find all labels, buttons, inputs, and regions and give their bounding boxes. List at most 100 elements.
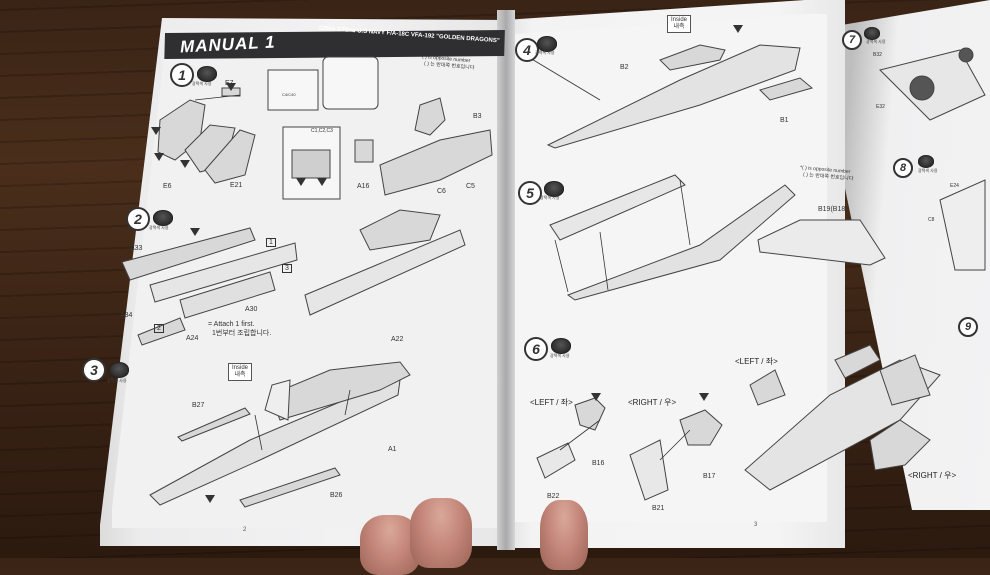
assembly-arrow — [344, 389, 351, 416]
part-label: B16 — [592, 460, 605, 467]
part-label: B27 — [192, 402, 205, 409]
assembly-arrow — [599, 231, 609, 291]
part-label: B17 — [703, 473, 716, 480]
assembly-arrow — [254, 414, 263, 451]
fuselage-upper-half — [549, 174, 686, 241]
part-label: C6 — [437, 188, 446, 195]
part-label: B32 — [873, 52, 882, 58]
paint-chip-icon — [864, 27, 880, 40]
fuselage-left-panel — [149, 242, 298, 303]
paint-chip-icon — [551, 338, 571, 354]
step-2-number: 2 — [126, 207, 150, 231]
part-b1-side — [759, 77, 814, 101]
engine-nozzle-left — [834, 344, 881, 379]
forward-fuselage-assembly — [304, 229, 466, 316]
cockpit-assembly — [359, 209, 441, 251]
part-label: E21 — [230, 182, 243, 189]
part-label: A24 — [186, 335, 199, 342]
part-b19-wing — [757, 219, 886, 266]
glue-triangle-icon — [226, 83, 236, 91]
right-exhaust-part — [869, 419, 931, 471]
left-side-label: <LEFT / 좌> — [530, 398, 573, 407]
part-a16 — [354, 139, 374, 163]
inside-label-en: Inside — [671, 17, 688, 23]
callout-box-1: 1 — [266, 238, 276, 247]
paint-chip-icon — [109, 362, 129, 378]
glue-triangle-icon — [317, 178, 327, 186]
part-b22 — [536, 442, 576, 479]
step-9-number: 9 — [958, 317, 978, 337]
part-label: B21 — [652, 505, 665, 512]
inside-label-ko: 내측 — [234, 372, 246, 378]
page-number-right: 3 — [754, 522, 758, 528]
part-label: B1 — [780, 117, 789, 124]
assembly-arrow — [679, 179, 691, 246]
glue-triangle-icon — [733, 25, 743, 33]
step-3-paint-label: 광택색 사용 — [107, 378, 127, 383]
step-3-number: 3 — [82, 358, 106, 382]
part-label: E6 — [163, 183, 172, 190]
detail-box-1 — [267, 69, 319, 111]
glue-triangle-icon — [190, 228, 200, 236]
book-gutter — [497, 10, 515, 550]
assembly-arrow — [559, 419, 601, 451]
inside-label-box: Inside 내측 — [228, 363, 253, 381]
part-label: E32 — [876, 104, 885, 110]
part-label: C5 — [466, 183, 475, 190]
right-side-label: <RIGHT / 우> — [628, 398, 677, 407]
step-2-paint-label: 광택색 사용 — [149, 225, 169, 230]
part-label: E24 — [950, 183, 959, 189]
part-label: B2 — [620, 64, 629, 71]
gear-door-sketch — [939, 179, 986, 271]
step-6-paint-label: 광택색 사용 — [550, 353, 570, 358]
glue-triangle-icon — [591, 393, 601, 401]
paint-chip-icon — [197, 66, 217, 82]
inside-label-ko: 내측 — [673, 24, 685, 30]
part-b2 — [659, 44, 726, 71]
callout-box-2: 2 — [154, 324, 164, 333]
part-b17 — [679, 409, 723, 446]
part-b16 — [574, 397, 606, 431]
attach-note-ko: 1번부터 조립합니다. — [212, 330, 272, 337]
seat-part-e21 — [204, 129, 256, 184]
part-label: A22 — [391, 336, 404, 343]
step-5-number: 5 — [518, 181, 542, 205]
part-label: A34 — [120, 312, 133, 319]
step-8-paint-label: 광택색 사용 — [918, 168, 938, 173]
left-exhaust-part — [749, 369, 786, 406]
part-b21 — [629, 439, 669, 501]
assembly-drawings — [121, 44, 986, 508]
glue-triangle-icon — [180, 160, 190, 168]
inside-label-en: Inside — [232, 365, 249, 371]
attach-note-en: = Attach 1 first. — [208, 321, 255, 328]
part-label: B19(B18) — [818, 206, 848, 213]
part-b1-fuselage — [546, 44, 801, 149]
part-a1-fuselage — [149, 379, 401, 506]
left-side-label-2: <LEFT / 좌> — [735, 357, 778, 366]
part-label: A30 — [245, 306, 258, 313]
page-number-left: 2 — [243, 527, 247, 533]
paint-chip-icon — [153, 210, 173, 226]
part-label: B26 — [330, 492, 343, 499]
glue-triangle-icon — [699, 393, 709, 401]
intake-part — [264, 379, 291, 421]
panel-paint-label: C1,C2,C3 — [311, 128, 333, 134]
engine-nozzle-right — [879, 354, 931, 406]
fuselage-lower-half — [566, 184, 796, 301]
step-5-paint-label: 광택색 사용 — [540, 195, 560, 200]
paint-chip-icon — [537, 36, 557, 52]
instrument-panel — [291, 149, 331, 179]
part-a30 — [179, 271, 276, 319]
assembly-arrow — [659, 429, 691, 461]
part-label: B22 — [547, 493, 560, 500]
glue-triangle-icon — [151, 127, 161, 135]
cockpit-tub — [379, 129, 493, 196]
part-label: A1 — [388, 446, 397, 453]
part-label: A16 — [357, 183, 370, 190]
callout-box-3: 3 — [282, 264, 292, 273]
step-4-number: 4 — [515, 38, 539, 62]
assembly-arrow — [554, 239, 569, 293]
detail-paint-label: C4/C40 — [282, 92, 296, 97]
glue-triangle-icon — [205, 495, 215, 503]
wheel-sketch-2 — [958, 47, 974, 63]
